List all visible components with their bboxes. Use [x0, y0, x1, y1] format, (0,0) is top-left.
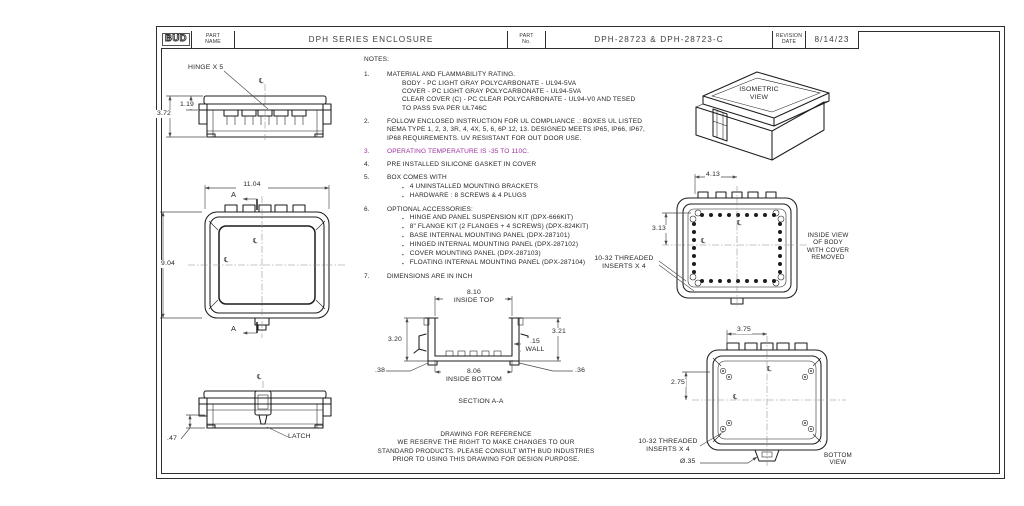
note-text: TO PASS 5VA PER UL746C [402, 104, 487, 112]
dim-inside-top: 8.10 INSIDE TOP [443, 289, 505, 306]
section-aa-view [384, 296, 573, 374]
revision-label-cell: REVISION DATE [773, 31, 806, 48]
note-bullet: HARDWARE : 8 SCREWS & 4 PLUGS [402, 192, 656, 201]
note-body: OPTIONAL ACCESSORIES: HINGE AND PANEL SU… [387, 206, 656, 268]
note-text: CLEAR COVER (C) - PC CLEAR POLYCARBONATE… [402, 96, 636, 104]
note-number: 4. [364, 161, 370, 169]
dim-section-bottom-right: .36 [574, 367, 587, 376]
note-bullet: BASE INTERNAL MOUNTING PANEL (DPX-287101… [402, 232, 656, 241]
note-text: OPERATING TEMPERATURE IS -35 TO 110C. [387, 147, 530, 155]
note-text: PRE INSTALLED SILICONE GASKET IN COVER [387, 161, 537, 169]
dim-section-bottom-left: .38 [374, 367, 387, 376]
note-number: 1. [364, 71, 370, 79]
inside-view-note: INSIDE VIEW OF BODY WITH COVER REMOVED [806, 232, 850, 262]
threaded-inserts-callout-inside: 10-32 THREADED INSERTS X 4 [594, 255, 654, 271]
part-no-label: PART No. [519, 32, 534, 45]
note-bullet: HINGED INTERNAL MOUNTING PANEL (DPX-2871… [402, 241, 656, 250]
isometric-view [695, 71, 830, 161]
centerline-symbol: ℄ [259, 78, 264, 85]
note-number: 2. [364, 117, 370, 125]
note-number: 6. [364, 205, 370, 213]
threaded-inserts-callout-bottom: 10-32 THREADED INSERTS X 4 [638, 438, 698, 454]
drawing-reference-note: DRAWING FOR REFERENCE WE RESERVE THE RIG… [377, 431, 595, 464]
note-text: DIMENSIONS ARE IN INCH [387, 273, 473, 281]
dim-plan-height: 9.04 [160, 260, 177, 269]
bud-logo-text: BUD [161, 33, 191, 46]
note-4: 4. PRE INSTALLED SILICONE GASKET IN COVE… [364, 161, 656, 169]
revision-date-label: REVISION DATE [775, 32, 803, 45]
note-7: 7. DIMENSIONS ARE IN INCH [364, 273, 656, 281]
hinge-callout-label: HINGE X 5 [188, 64, 224, 71]
notes-section: NOTES: 1. MATERIAL AND FLAMMABILITY RATI… [364, 56, 656, 286]
centerline-symbol: ℄ [767, 366, 772, 373]
centerline-symbol: ℄ [224, 257, 229, 264]
revision-date-cell: 8/14/23 [806, 31, 859, 48]
bottom-view [682, 330, 846, 466]
note-text: MATERIAL AND FLAMMABILITY RATING. [387, 71, 516, 79]
note-text: BOX COMES WITH [387, 174, 447, 182]
dim-inside-width: 4.13 [705, 171, 722, 180]
note-number: 7. [364, 273, 370, 281]
dim-section-left: 3.20 [387, 336, 404, 345]
bud-logo: BUD [161, 31, 192, 48]
dim-inside-bottom: 8.06 INSIDE BOTTOM [441, 368, 507, 385]
section-arrow-label-bottom: A [231, 324, 237, 333]
dim-lid-height: 1.19 [179, 101, 196, 110]
centerline-symbol: ℄ [257, 374, 262, 381]
note-5: 5. BOX COMES WITH 4 UNINSTALLED MOUNTING… [364, 174, 656, 200]
latch-callout-label: LATCH [288, 433, 311, 440]
centerline-symbol: ℄ [253, 238, 258, 245]
note-number: 5. [364, 174, 370, 182]
note-text: FOLLOW ENCLOSED INSTRUCTION FOR UL COMPL… [387, 117, 646, 142]
dim-inside-height: 3.13 [651, 225, 668, 234]
note-body: MATERIAL AND FLAMMABILITY RATING. BODY -… [387, 71, 656, 113]
latch-elevation-view [180, 381, 332, 440]
section-caption: SECTION A-A [458, 398, 504, 405]
centerline-symbol: ℄ [733, 394, 738, 401]
part-name-value: DPH SERIES ENCLOSURE [308, 35, 434, 44]
notes-heading: NOTES: [364, 56, 390, 63]
dim-bottom-height: 2.75 [670, 379, 687, 388]
part-no-value-cell: DPH-28723 & DPH-28723-C [546, 31, 773, 48]
note-body: BOX COMES WITH 4 UNINSTALLED MOUNTING BR… [387, 174, 656, 200]
note-bullet: HINGE AND PANEL SUSPENSION KIT (DPX-666K… [402, 214, 656, 223]
title-block: BUD PART NAME DPH SERIES ENCLOSURE PART … [161, 31, 859, 49]
plan-view [160, 185, 346, 338]
centerline-symbol: ℄ [701, 238, 706, 245]
note-bullet: COVER MOUNTING PANEL (DPX-287103) [402, 250, 656, 259]
note-1: 1. MATERIAL AND FLAMMABILITY RATING. BOD… [364, 71, 656, 113]
dim-latch-height: .47 [166, 435, 179, 444]
part-no-value: DPH-28723 & DPH-28723-C [594, 35, 724, 44]
revision-date-value: 8/14/23 [814, 35, 850, 44]
dim-wall-thickness: .15 WALL [521, 338, 549, 355]
section-arrow-label-top: A [231, 190, 237, 199]
note-text: COVER - PC LIGHT GRAY POLYCARBONATE - UL… [402, 87, 582, 95]
dim-total-height: 3.72 [156, 110, 173, 119]
dim-latch-diameter: Ø.35 [679, 458, 697, 467]
note-6: 6. OPTIONAL ACCESSORIES: HINGE AND PANEL… [364, 206, 656, 268]
dim-plan-width: 11.04 [236, 181, 268, 190]
note-bullet: 4 UNINSTALLED MOUNTING BRACKETS [402, 183, 656, 192]
note-text: OPTIONAL ACCESSORIES: [387, 205, 473, 213]
note-3-operating-temperature: 3. OPERATING TEMPERATURE IS -35 TO 110C. [364, 148, 656, 156]
note-number: 3. [364, 147, 370, 155]
sheet-outer-border [156, 26, 1005, 479]
note-2: 2. FOLLOW ENCLOSED INSTRUCTION FOR UL CO… [364, 118, 656, 143]
centerline-symbol: ℄ [737, 220, 742, 227]
note-bullet: FLOATING INTERNAL MOUNTING PANEL (DPX-28… [402, 259, 656, 268]
isometric-view-caption: ISOMETRIC VIEW [739, 86, 779, 102]
part-name-label-cell: PART NAME [192, 31, 235, 48]
part-name-label: PART NAME [205, 32, 221, 45]
part-no-label-cell: PART No. [508, 31, 546, 48]
note-bullet: 8" FLANGE KIT (2 FLANGES + 4 SCREWS) (DP… [402, 223, 656, 232]
bottom-view-caption: BOTTOM VIEW [823, 452, 853, 467]
dim-section-right: 3.21 [551, 328, 568, 337]
note-text: BODY - PC LIGHT GRAY POLYCARBONATE - UL9… [402, 79, 577, 87]
inside-view [658, 174, 808, 308]
part-name-value-cell: DPH SERIES ENCLOSURE [235, 31, 508, 48]
dim-bottom-width: 3.75 [736, 326, 753, 335]
